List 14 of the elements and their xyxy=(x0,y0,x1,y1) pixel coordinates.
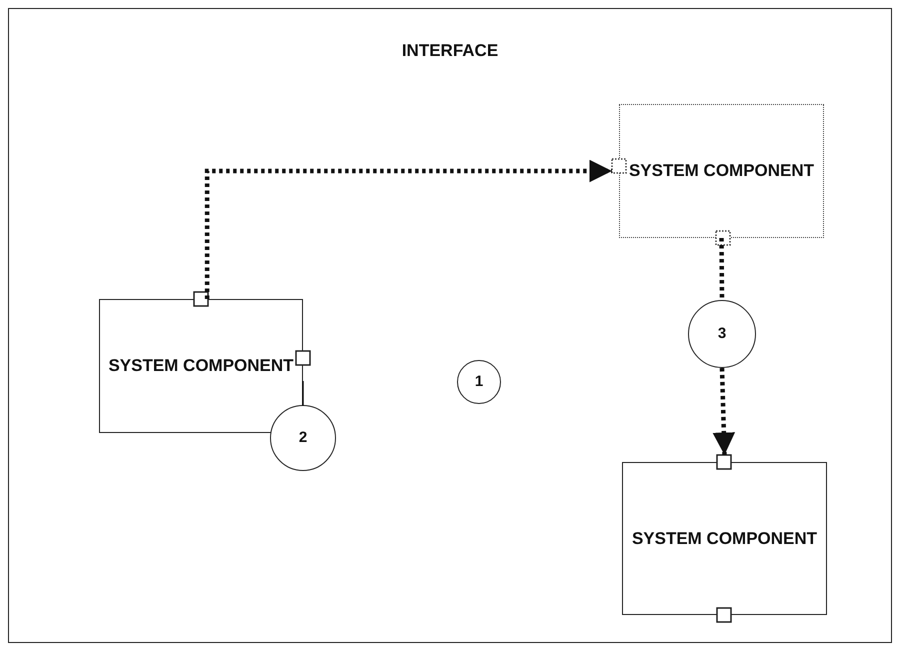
arrow xyxy=(712,368,736,456)
component-label: SYSTEM COMPONENT xyxy=(107,355,295,377)
callout-number: 1 xyxy=(474,372,484,392)
component-label: SYSTEM COMPONENT xyxy=(628,160,816,182)
connector-line xyxy=(719,238,724,300)
arrow xyxy=(204,160,612,299)
callout-circle xyxy=(457,360,501,404)
component-label: SYSTEM COMPONENT xyxy=(630,528,818,550)
callout-number: 3 xyxy=(716,324,728,344)
connector-line xyxy=(302,381,304,406)
component-box xyxy=(622,462,827,615)
component-box xyxy=(619,104,824,238)
callout-number: 2 xyxy=(298,428,308,448)
diagram-title: INTERFACE xyxy=(400,41,500,61)
